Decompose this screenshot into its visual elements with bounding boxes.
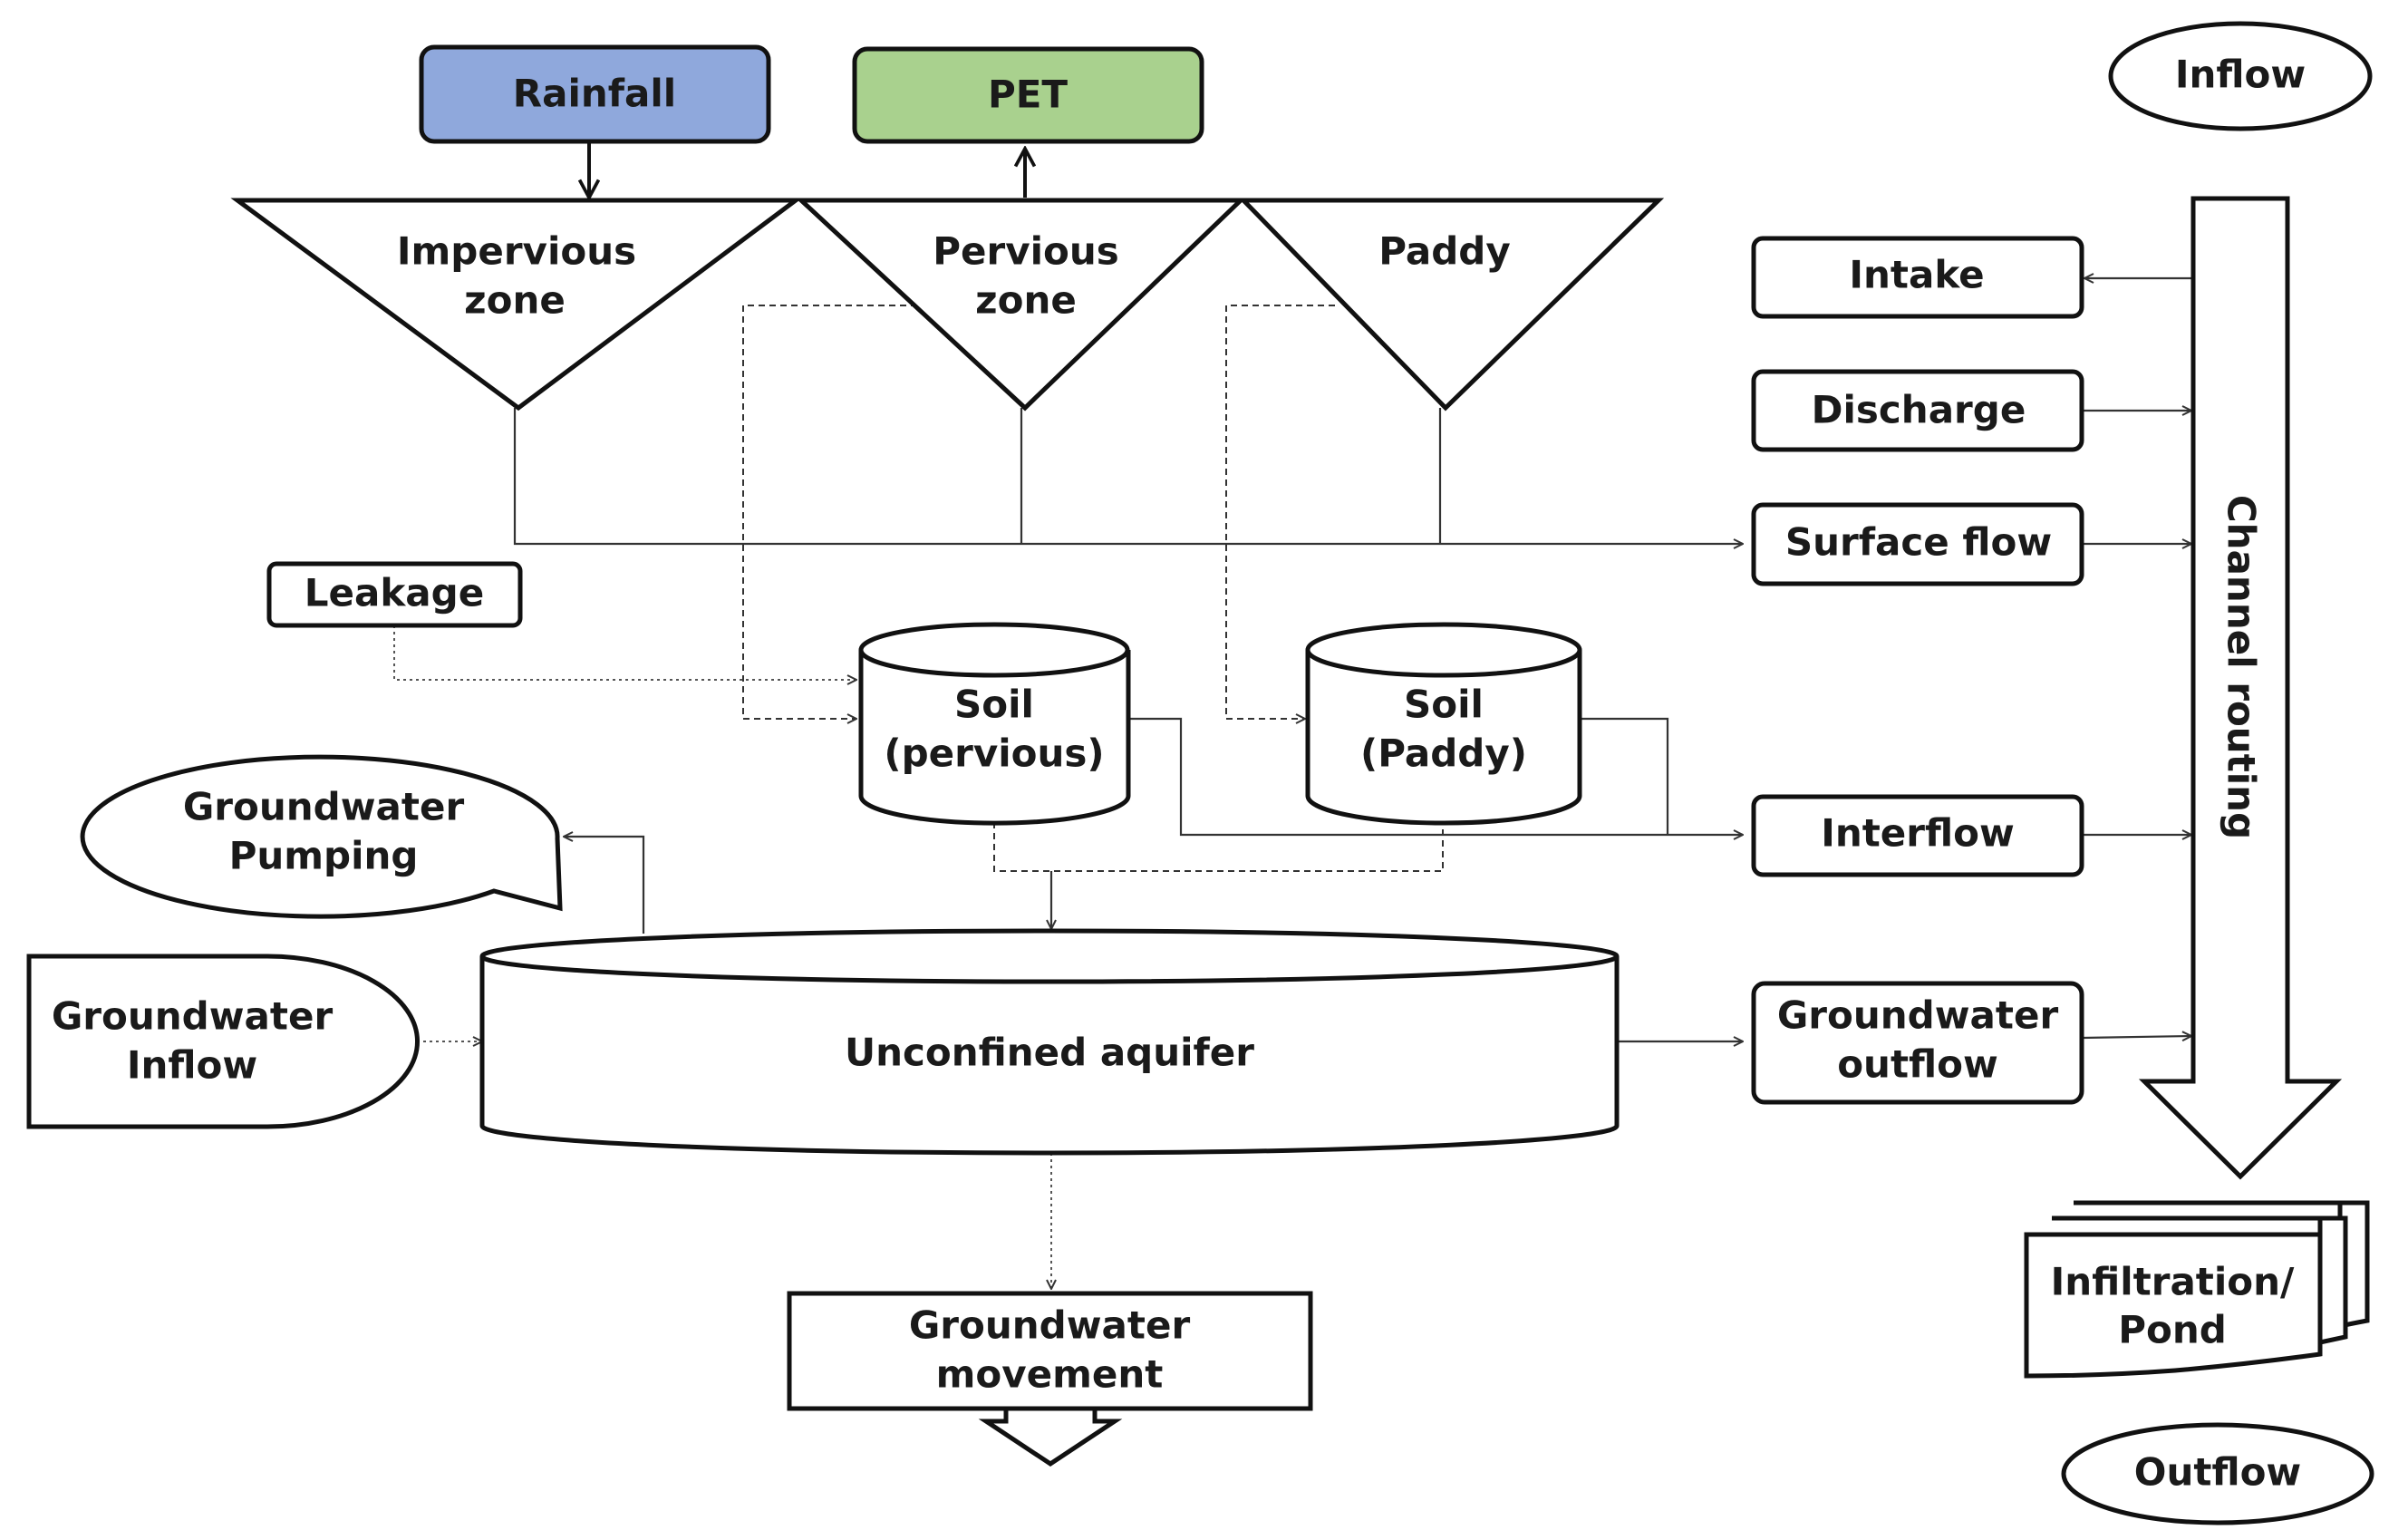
outflow-ellipse: Outflow (2061, 1422, 2374, 1525)
outflow-label: Outflow (2134, 1450, 2301, 1495)
pervious-to-soil-line (742, 305, 917, 719)
surface-flow-label: Surface flow (1785, 520, 2052, 565)
groundwater-outflow-box: Groundwater outflow (1751, 981, 2084, 1105)
aquifer-to-pumping-line (564, 837, 645, 934)
unconfined-aquifer-cylinder: Unconfined aquifer (479, 928, 1620, 1156)
pervious-zone-label-line2: zone (975, 278, 1077, 323)
groundwater-movement-label-line1: Groundwater (909, 1303, 1191, 1348)
impervious-zone-shape (230, 198, 803, 412)
soil-pervious-to-interflow-line (1128, 717, 1743, 835)
impervious-zone-label-line1: Impervious (397, 229, 636, 274)
interflow-label: Interflow (1821, 811, 2015, 856)
infiltration-pond-label-line1: Infiltration/ (2051, 1260, 2295, 1304)
groundwater-pumping-callout: Groundwater Pumping (80, 754, 563, 919)
connectors (393, 141, 2191, 1289)
intake-box: Intake (1751, 236, 2084, 319)
pervious-zone-shape (795, 198, 1247, 412)
rainfall-label: Rainfall (513, 72, 676, 116)
groundwater-movement-label-line2: movement (936, 1352, 1164, 1397)
soil-pervious-label-line1: Soil (954, 683, 1034, 727)
infiltration-pond-label-line2: Pond (2118, 1308, 2227, 1352)
soil-paddy-to-interflow-line (1577, 717, 1669, 835)
discharge-box: Discharge (1751, 369, 2084, 452)
soil-to-aquifer-line (993, 811, 1444, 872)
soil-paddy-label-line1: Soil (1404, 683, 1484, 727)
groundwater-outflow-label-line1: Groundwater (1777, 993, 2059, 1038)
paddy-label: Paddy (1378, 229, 1511, 274)
pet-box: PET (852, 46, 1204, 144)
groundwater-outflow-label-line2: outflow (1837, 1042, 1998, 1087)
inflow-ellipse: Inflow (2108, 21, 2373, 131)
groundwater-pumping-label-line1: Groundwater (183, 785, 465, 829)
rainfall-box: Rainfall (419, 44, 771, 144)
groundwater-inflow-shape: Groundwater Inflow (26, 954, 420, 1129)
groundwater-pumping-label-line2: Pumping (229, 834, 419, 878)
inflow-label: Inflow (2175, 53, 2306, 97)
paddy-shape (1238, 198, 1665, 412)
soil-pervious-cylinder: Soil (pervious) (858, 622, 1131, 826)
unconfined-aquifer-label: Unconfined aquifer (845, 1031, 1254, 1075)
groundwater-inflow-label-line2: Inflow (127, 1043, 257, 1088)
channel-routing-arrow: Channel routing (2138, 196, 2343, 1180)
impervious-zone-label-line2: zone (464, 278, 566, 323)
leakage-label: Leakage (305, 571, 484, 615)
soil-paddy-cylinder: Soil (Paddy) (1305, 622, 1582, 826)
surface-flow-box: Surface flow (1751, 502, 2084, 586)
soil-paddy-label-line2: (Paddy) (1360, 731, 1527, 776)
groundwater-movement-box: Groundwater movement (787, 1291, 1313, 1467)
interflow-box: Interflow (1751, 794, 2084, 877)
gw-outflow-to-channel-line (2082, 1036, 2191, 1038)
leakage-box: Leakage (266, 561, 523, 628)
pet-label: PET (988, 73, 1068, 117)
channel-routing-label: Channel routing (2219, 495, 2264, 839)
intake-label: Intake (1849, 253, 1984, 297)
groundwater-inflow-label-line1: Groundwater (52, 994, 334, 1039)
soil-pervious-label-line2: (pervious) (884, 731, 1104, 776)
infiltration-pond-stack: Infiltration/ Pond (2024, 1200, 2370, 1379)
leakage-to-soil-line (393, 625, 856, 680)
paddy-to-soil-line (1225, 305, 1335, 719)
pervious-zone-label-line1: Pervious (933, 229, 1119, 274)
surface-flow-line (513, 408, 1743, 544)
discharge-label: Discharge (1812, 388, 2026, 432)
